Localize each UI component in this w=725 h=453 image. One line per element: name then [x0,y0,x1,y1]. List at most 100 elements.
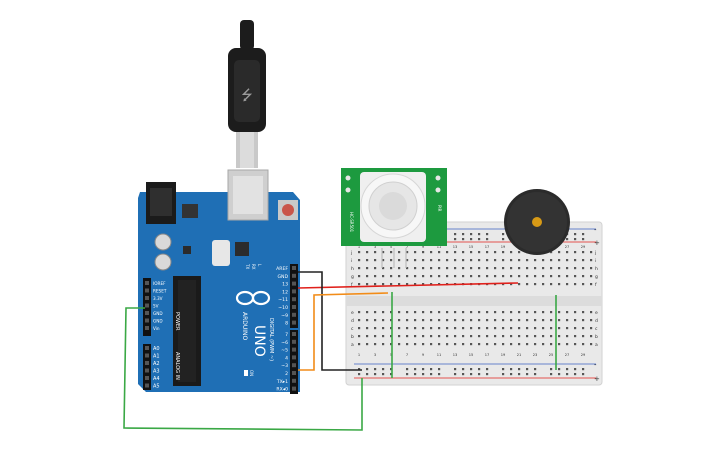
breadboard-hole[interactable] [462,327,465,330]
breadboard-hole[interactable] [566,311,569,314]
breadboard-hole[interactable] [390,373,393,376]
breadboard-hole[interactable] [550,335,553,338]
breadboard-hole[interactable] [542,335,545,338]
breadboard-hole[interactable] [550,267,553,270]
breadboard-hole[interactable] [382,251,385,254]
breadboard-hole[interactable] [590,283,593,286]
breadboard-hole[interactable] [518,343,521,346]
breadboard-hole[interactable] [366,319,369,322]
breadboard-hole[interactable] [502,267,505,270]
breadboard-hole[interactable] [470,319,473,322]
breadboard-hole[interactable] [382,327,385,330]
header-pin[interactable] [292,386,296,391]
breadboard-hole[interactable] [358,267,361,270]
breadboard-hole[interactable] [582,267,585,270]
breadboard-hole[interactable] [534,267,537,270]
breadboard-hole[interactable] [582,283,585,286]
breadboard-hole[interactable] [398,319,401,322]
header-pin[interactable] [292,371,296,375]
breadboard-hole[interactable] [502,238,505,241]
breadboard-hole[interactable] [510,259,513,262]
breadboard-hole[interactable] [398,327,401,330]
breadboard-hole[interactable] [470,311,473,314]
breadboard-hole[interactable] [430,319,433,322]
breadboard-hole[interactable] [574,233,577,236]
breadboard-hole[interactable] [566,251,569,254]
breadboard-hole[interactable] [398,267,401,270]
breadboard-hole[interactable] [574,373,577,376]
breadboard-hole[interactable] [478,373,481,376]
breadboard-hole[interactable] [478,368,481,371]
breadboard-hole[interactable] [374,251,377,254]
breadboard-hole[interactable] [486,251,489,254]
breadboard-hole[interactable] [518,251,521,254]
breadboard-hole[interactable] [510,373,513,376]
breadboard-hole[interactable] [366,283,369,286]
breadboard-hole[interactable] [398,343,401,346]
breadboard-hole[interactable] [406,373,409,376]
breadboard-hole[interactable] [558,259,561,262]
breadboard-hole[interactable] [382,373,385,376]
breadboard-hole[interactable] [406,275,409,278]
breadboard-hole[interactable] [390,335,393,338]
breadboard-hole[interactable] [430,335,433,338]
breadboard-hole[interactable] [446,275,449,278]
breadboard-hole[interactable] [462,368,465,371]
breadboard-hole[interactable] [518,319,521,322]
breadboard-hole[interactable] [358,283,361,286]
breadboard-hole[interactable] [366,368,369,371]
header-pin[interactable] [292,355,296,360]
breadboard-hole[interactable] [478,238,481,241]
breadboard-hole[interactable] [510,275,513,278]
breadboard-hole[interactable] [534,283,537,286]
breadboard-hole[interactable] [550,368,553,371]
breadboard-hole[interactable] [486,233,489,236]
breadboard-hole[interactable] [374,283,377,286]
breadboard-hole[interactable] [414,275,417,278]
breadboard-hole[interactable] [390,319,393,322]
header-pin[interactable] [292,273,296,278]
breadboard-hole[interactable] [382,335,385,338]
breadboard-hole[interactable] [510,267,513,270]
breadboard-hole[interactable] [390,283,393,286]
breadboard-hole[interactable] [406,327,409,330]
breadboard-hole[interactable] [390,259,393,262]
breadboard-hole[interactable] [534,311,537,314]
breadboard-hole[interactable] [518,275,521,278]
breadboard-hole[interactable] [422,373,425,376]
breadboard-hole[interactable] [374,343,377,346]
breadboard-hole[interactable] [566,368,569,371]
breadboard-hole[interactable] [542,275,545,278]
breadboard-hole[interactable] [414,373,417,376]
breadboard-hole[interactable] [454,238,457,241]
breadboard-hole[interactable] [486,327,489,330]
breadboard-hole[interactable] [526,343,529,346]
breadboard-hole[interactable] [438,275,441,278]
breadboard-hole[interactable] [502,275,505,278]
breadboard-hole[interactable] [510,319,513,322]
breadboard-hole[interactable] [366,267,369,270]
breadboard-hole[interactable] [494,251,497,254]
breadboard-hole[interactable] [414,327,417,330]
breadboard-hole[interactable] [502,335,505,338]
breadboard-hole[interactable] [358,251,361,254]
breadboard-hole[interactable] [510,368,513,371]
breadboard-hole[interactable] [582,311,585,314]
breadboard-hole[interactable] [462,267,465,270]
breadboard-hole[interactable] [526,311,529,314]
breadboard-hole[interactable] [446,343,449,346]
breadboard-hole[interactable] [390,267,393,270]
breadboard-hole[interactable] [454,233,457,236]
breadboard-hole[interactable] [582,233,585,236]
breadboard-hole[interactable] [358,311,361,314]
breadboard-hole[interactable] [590,327,593,330]
breadboard-hole[interactable] [414,283,417,286]
breadboard-hole[interactable] [382,311,385,314]
header-pin[interactable] [145,296,149,300]
breadboard-hole[interactable] [454,373,457,376]
breadboard-hole[interactable] [470,238,473,241]
breadboard-hole[interactable] [542,311,545,314]
breadboard-hole[interactable] [526,319,529,322]
breadboard-hole[interactable] [454,251,457,254]
header-pin[interactable] [145,318,149,323]
